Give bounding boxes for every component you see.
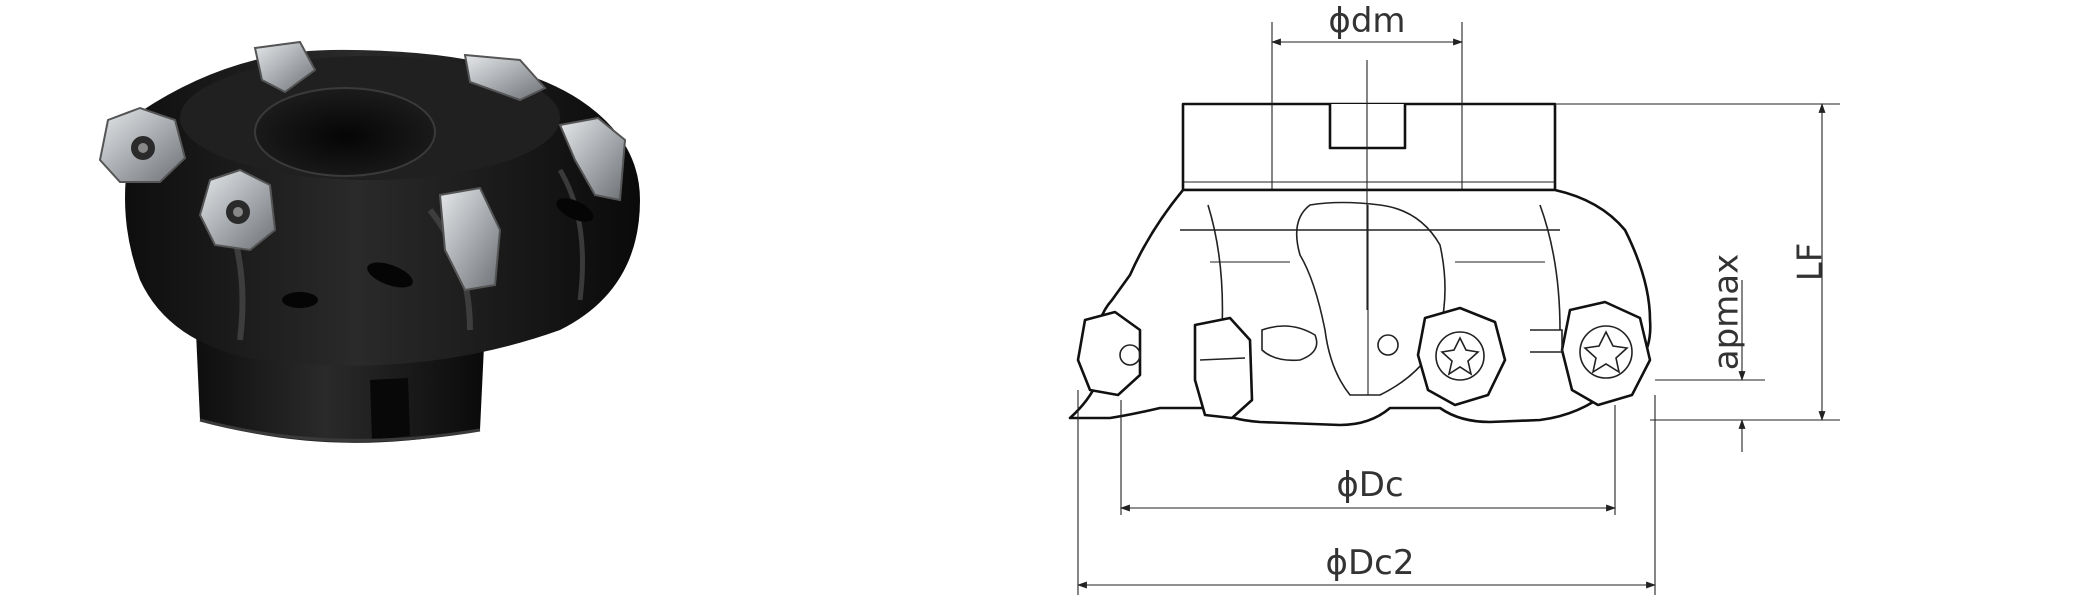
dim-apmax: apmax: [1655, 254, 1765, 452]
label-dc2: ϕDc2: [1326, 543, 1415, 583]
dim-dc: ϕDc: [1120, 400, 1616, 515]
insert-2: [198, 168, 277, 252]
dim-dm: ϕdm: [1271, 1, 1463, 310]
shank-slot: [370, 378, 410, 440]
label-lf: LF: [1791, 243, 1831, 282]
center-bore: [255, 88, 435, 176]
label-apmax: apmax: [1707, 254, 1747, 371]
dim-dc2: ϕDc2: [1077, 390, 1656, 595]
insert-3: [253, 40, 317, 94]
drawing-insert-left: [1076, 310, 1142, 397]
drawing-insert-center: [1416, 306, 1507, 407]
insert-4: [463, 53, 547, 102]
technical-drawing: ϕdm ϕDc ϕDc2 LF apmax: [1068, 1, 1840, 595]
label-dc: ϕDc: [1336, 465, 1403, 505]
insert-5: [438, 186, 502, 292]
label-dm: ϕdm: [1328, 1, 1405, 41]
insert-6: [558, 116, 627, 202]
milling-cutter-photo: [98, 40, 640, 443]
drawing-insert-right: [1560, 300, 1652, 407]
drawing-insert-front-left: [1193, 316, 1254, 420]
insert-1: [98, 106, 187, 183]
cutter-head-outline: [1068, 188, 1652, 427]
